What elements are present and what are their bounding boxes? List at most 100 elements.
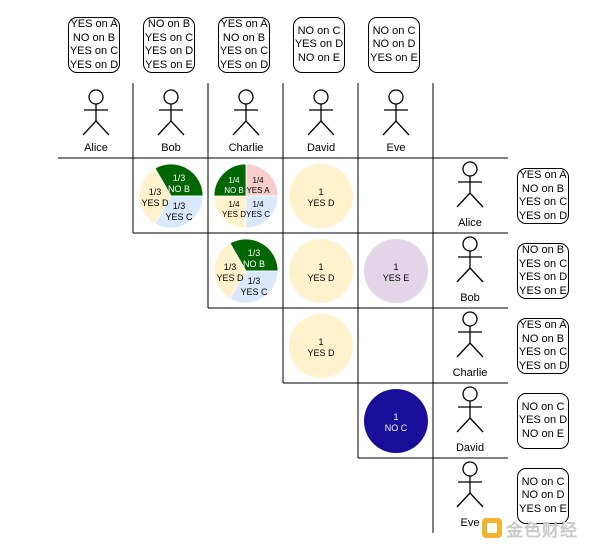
votes-box-david-side: NO on C YES on D NO on E — [517, 393, 569, 449]
cell-david-eve: 1NO C — [364, 389, 428, 453]
pie-slice — [229, 238, 279, 272]
vote-line: YES on D — [518, 271, 568, 283]
vote-line: NO on B — [521, 332, 565, 345]
votes-box-charlie-top: YES on A NO on B YES on C YES on D — [218, 17, 270, 73]
vote-line: YES on C — [518, 257, 568, 270]
vote-line: YES on D — [518, 359, 568, 372]
person-alice-top: Alice — [82, 89, 110, 154]
slice-label: YES E — [383, 273, 410, 283]
person-name: Eve — [387, 142, 406, 154]
person-david-top: David — [307, 89, 335, 154]
watermark-text: 金色财经 — [506, 520, 578, 540]
slice-fraction: 1/3 — [248, 276, 261, 286]
vote-line: YES on E — [145, 58, 193, 71]
vote-line: YES on C — [518, 346, 568, 358]
person-name: Charlie — [453, 367, 488, 379]
person-david-side: David — [456, 386, 484, 454]
votes-box-alice-top: YES on A NO on B YES on C YES on D — [68, 17, 120, 73]
slice-label: YES C — [246, 210, 270, 219]
person-name: David — [456, 442, 484, 454]
slice-label: NO B — [168, 184, 190, 194]
vote-line: NO on E — [521, 427, 565, 440]
pie-slice — [229, 270, 279, 304]
vote-line: NO on B — [222, 31, 266, 44]
vote-line: YES on C — [144, 31, 194, 44]
vote-line: NO on C — [521, 400, 565, 413]
slice-fraction: 1 — [318, 262, 323, 272]
vote-line: NO on B — [72, 31, 116, 44]
slice-fraction: 1/4 — [228, 200, 240, 209]
vote-line: YES on D — [518, 414, 568, 427]
vote-line: YES on A — [70, 18, 118, 30]
vote-line: YES on A — [519, 319, 567, 331]
slice-fraction: 1/3 — [248, 248, 261, 258]
vote-line: NO on B — [147, 18, 191, 30]
vote-line: NO on E — [297, 51, 341, 64]
slice-label: YES D — [216, 273, 244, 283]
pie-slice — [364, 239, 428, 303]
vote-line: YES on E — [519, 502, 567, 515]
pie-slice — [289, 164, 353, 228]
vote-line: YES on D — [219, 58, 269, 71]
pie-slice — [213, 195, 247, 229]
person-charlie-side: Charlie — [453, 311, 488, 379]
stick-figure-icon — [456, 461, 484, 508]
slice-label: YES D — [307, 198, 335, 208]
vote-line: YES on C — [219, 45, 269, 57]
votes-box-eve-side: NO on C NO on D YES on E — [517, 468, 569, 524]
person-name: Alice — [458, 217, 482, 229]
vote-line: YES on A — [519, 169, 567, 181]
pie-slice — [213, 242, 247, 300]
stick-figure-icon — [82, 89, 110, 136]
slice-label: YES C — [165, 212, 193, 222]
pie-slice — [213, 163, 247, 197]
vote-line: YES on A — [220, 18, 268, 30]
person-name: Bob — [460, 292, 480, 304]
votes-box-eve-top: NO on C NO on D YES on E — [368, 17, 420, 73]
stick-figure-icon — [157, 89, 185, 136]
person-name: Charlie — [229, 142, 264, 154]
watermark-logo-icon — [482, 518, 502, 538]
person-name: Bob — [161, 142, 181, 154]
votes-box-alice-side: YES on A NO on B YES on C YES on D — [517, 168, 569, 224]
votes-box-david-top: NO on C YES on D NO on E — [293, 17, 345, 73]
pie-slice — [289, 239, 353, 303]
slice-label: NO B — [224, 186, 244, 195]
slice-fraction: 1/3 — [149, 187, 162, 197]
vote-line: NO on B — [521, 244, 565, 256]
person-alice-side: Alice — [456, 161, 484, 229]
slice-fraction: 1/4 — [252, 176, 264, 185]
watermark: 金色财经 — [482, 517, 578, 540]
vote-line: NO on D — [521, 489, 565, 502]
vote-line: YES on D — [294, 38, 344, 51]
stick-figure-icon — [456, 311, 484, 358]
person-bob-side: Bob — [456, 236, 484, 304]
vote-line: NO on B — [521, 182, 565, 195]
pie-slice — [154, 163, 204, 197]
slice-label: YES D — [222, 210, 246, 219]
votes-box-charlie-side: YES on A NO on B YES on C YES on D — [517, 318, 569, 374]
vote-line: YES on E — [519, 284, 567, 297]
slice-fraction: 1 — [393, 262, 398, 272]
votes-box-bob-top: NO on B YES on C YES on D YES on E — [143, 17, 195, 73]
pie-slice — [245, 195, 279, 229]
person-name: Eve — [461, 517, 480, 529]
stick-figure-icon — [456, 386, 484, 433]
stick-figure-icon — [307, 89, 335, 136]
person-charlie-top: Charlie — [229, 89, 264, 154]
stick-figure-icon — [456, 161, 484, 208]
vote-line: NO on C — [297, 24, 341, 37]
slice-label: YES A — [246, 186, 270, 195]
vote-line: YES on D — [69, 58, 119, 71]
vote-line: YES on C — [69, 45, 119, 57]
slice-fraction: 1 — [393, 412, 398, 422]
vote-line: YES on D — [518, 209, 568, 222]
pie-slice — [154, 195, 204, 229]
slice-fraction: 1/3 — [224, 262, 237, 272]
vote-line: YES on C — [518, 196, 568, 208]
pie-slice — [138, 167, 172, 225]
